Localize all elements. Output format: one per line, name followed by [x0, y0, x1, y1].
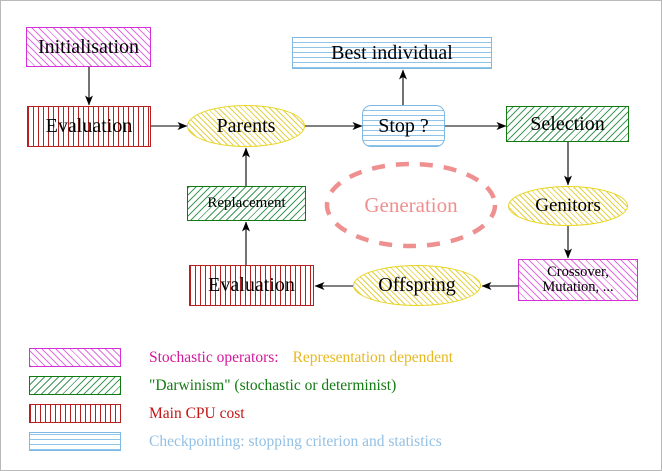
node-initialisation-label: Initialisation: [37, 35, 140, 58]
node-stop-label: Stop ?: [378, 114, 429, 137]
legend-row-main-cpu-cost: Main CPU cost: [29, 404, 245, 423]
legend-label-checkpointing: Checkpointing: stopping criterion and st…: [149, 432, 442, 450]
legend-row-stochastic-operators: Stochastic operators: Representation dep…: [29, 348, 453, 367]
node-genitors[interactable]: Genitors: [508, 186, 628, 226]
node-offspring-label: Offspring: [378, 274, 456, 296]
legend-swatch-red: [29, 404, 121, 423]
node-evaluation-bottom-label: Evaluation: [208, 274, 295, 296]
legend-swatch-blue: [29, 432, 121, 451]
node-selection-label: Selection: [530, 112, 605, 135]
node-evaluation-top[interactable]: Evaluation: [27, 106, 151, 147]
node-best-individual-label: Best individual: [331, 41, 453, 64]
node-stop[interactable]: Stop ?: [362, 105, 445, 147]
node-best-individual[interactable]: Best individual: [292, 37, 492, 69]
node-initialisation[interactable]: Initialisation: [26, 27, 151, 67]
legend-label-main-cpu-cost: Main CPU cost: [149, 404, 245, 422]
node-crossover-mutation[interactable]: Crossover, Mutation, ...: [518, 259, 638, 301]
node-replacement[interactable]: Replacement: [187, 186, 306, 221]
node-evaluation-top-label: Evaluation: [45, 115, 133, 137]
legend-swatch-green: [29, 376, 121, 395]
node-crossover-label-line2: Mutation, ...: [542, 279, 614, 295]
node-crossover-label-line1: Crossover,: [547, 263, 609, 280]
legend-row-darwinism: "Darwinism" (stochastic or determinist): [29, 376, 396, 395]
node-evaluation-bottom[interactable]: Evaluation: [189, 265, 314, 306]
node-selection[interactable]: Selection: [506, 106, 629, 142]
legend-row-checkpointing: Checkpointing: stopping criterion and st…: [29, 432, 442, 451]
node-generation-label: Generation: [364, 192, 458, 217]
legend-label-darwinism: "Darwinism" (stochastic or determinist): [149, 376, 397, 394]
legend-swatch-magenta: [29, 348, 121, 367]
node-offspring[interactable]: Offspring: [353, 265, 481, 306]
node-generation: Generation: [326, 163, 496, 247]
legend-label-stochastic-operators: Stochastic operators:: [149, 348, 279, 366]
node-parents-label: Parents: [216, 114, 276, 137]
node-replacement-label: Replacement: [207, 194, 286, 211]
node-genitors-label: Genitors: [535, 195, 601, 217]
legend-label-representation-dependent: Representation dependent: [292, 348, 454, 366]
node-parents[interactable]: Parents: [187, 105, 305, 147]
